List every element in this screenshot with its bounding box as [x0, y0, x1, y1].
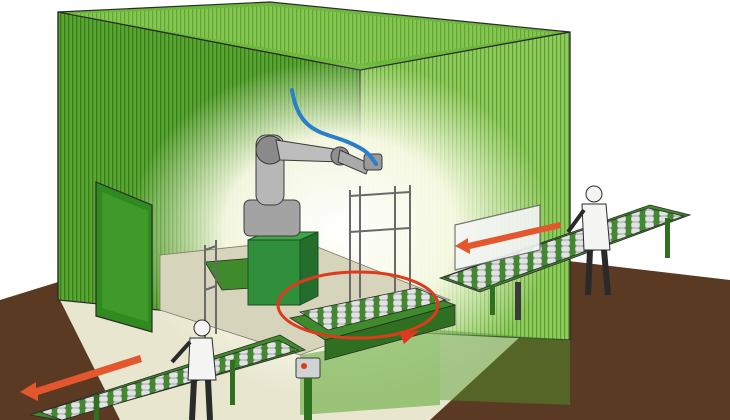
- operator-right: [566, 185, 611, 296]
- outfeed-arrow: [20, 355, 142, 401]
- robot-hose: [290, 88, 378, 166]
- infeed-arrow: [455, 222, 561, 254]
- control-panel: [295, 357, 321, 420]
- industrial-robot-arm: [243, 134, 383, 237]
- operator-left: [170, 319, 217, 420]
- left-conveyor: [29, 334, 306, 420]
- right-conveyor: [438, 204, 692, 320]
- access-door: [95, 181, 153, 333]
- turntable-rotation-arrow: [276, 270, 440, 344]
- turntable: [288, 287, 457, 361]
